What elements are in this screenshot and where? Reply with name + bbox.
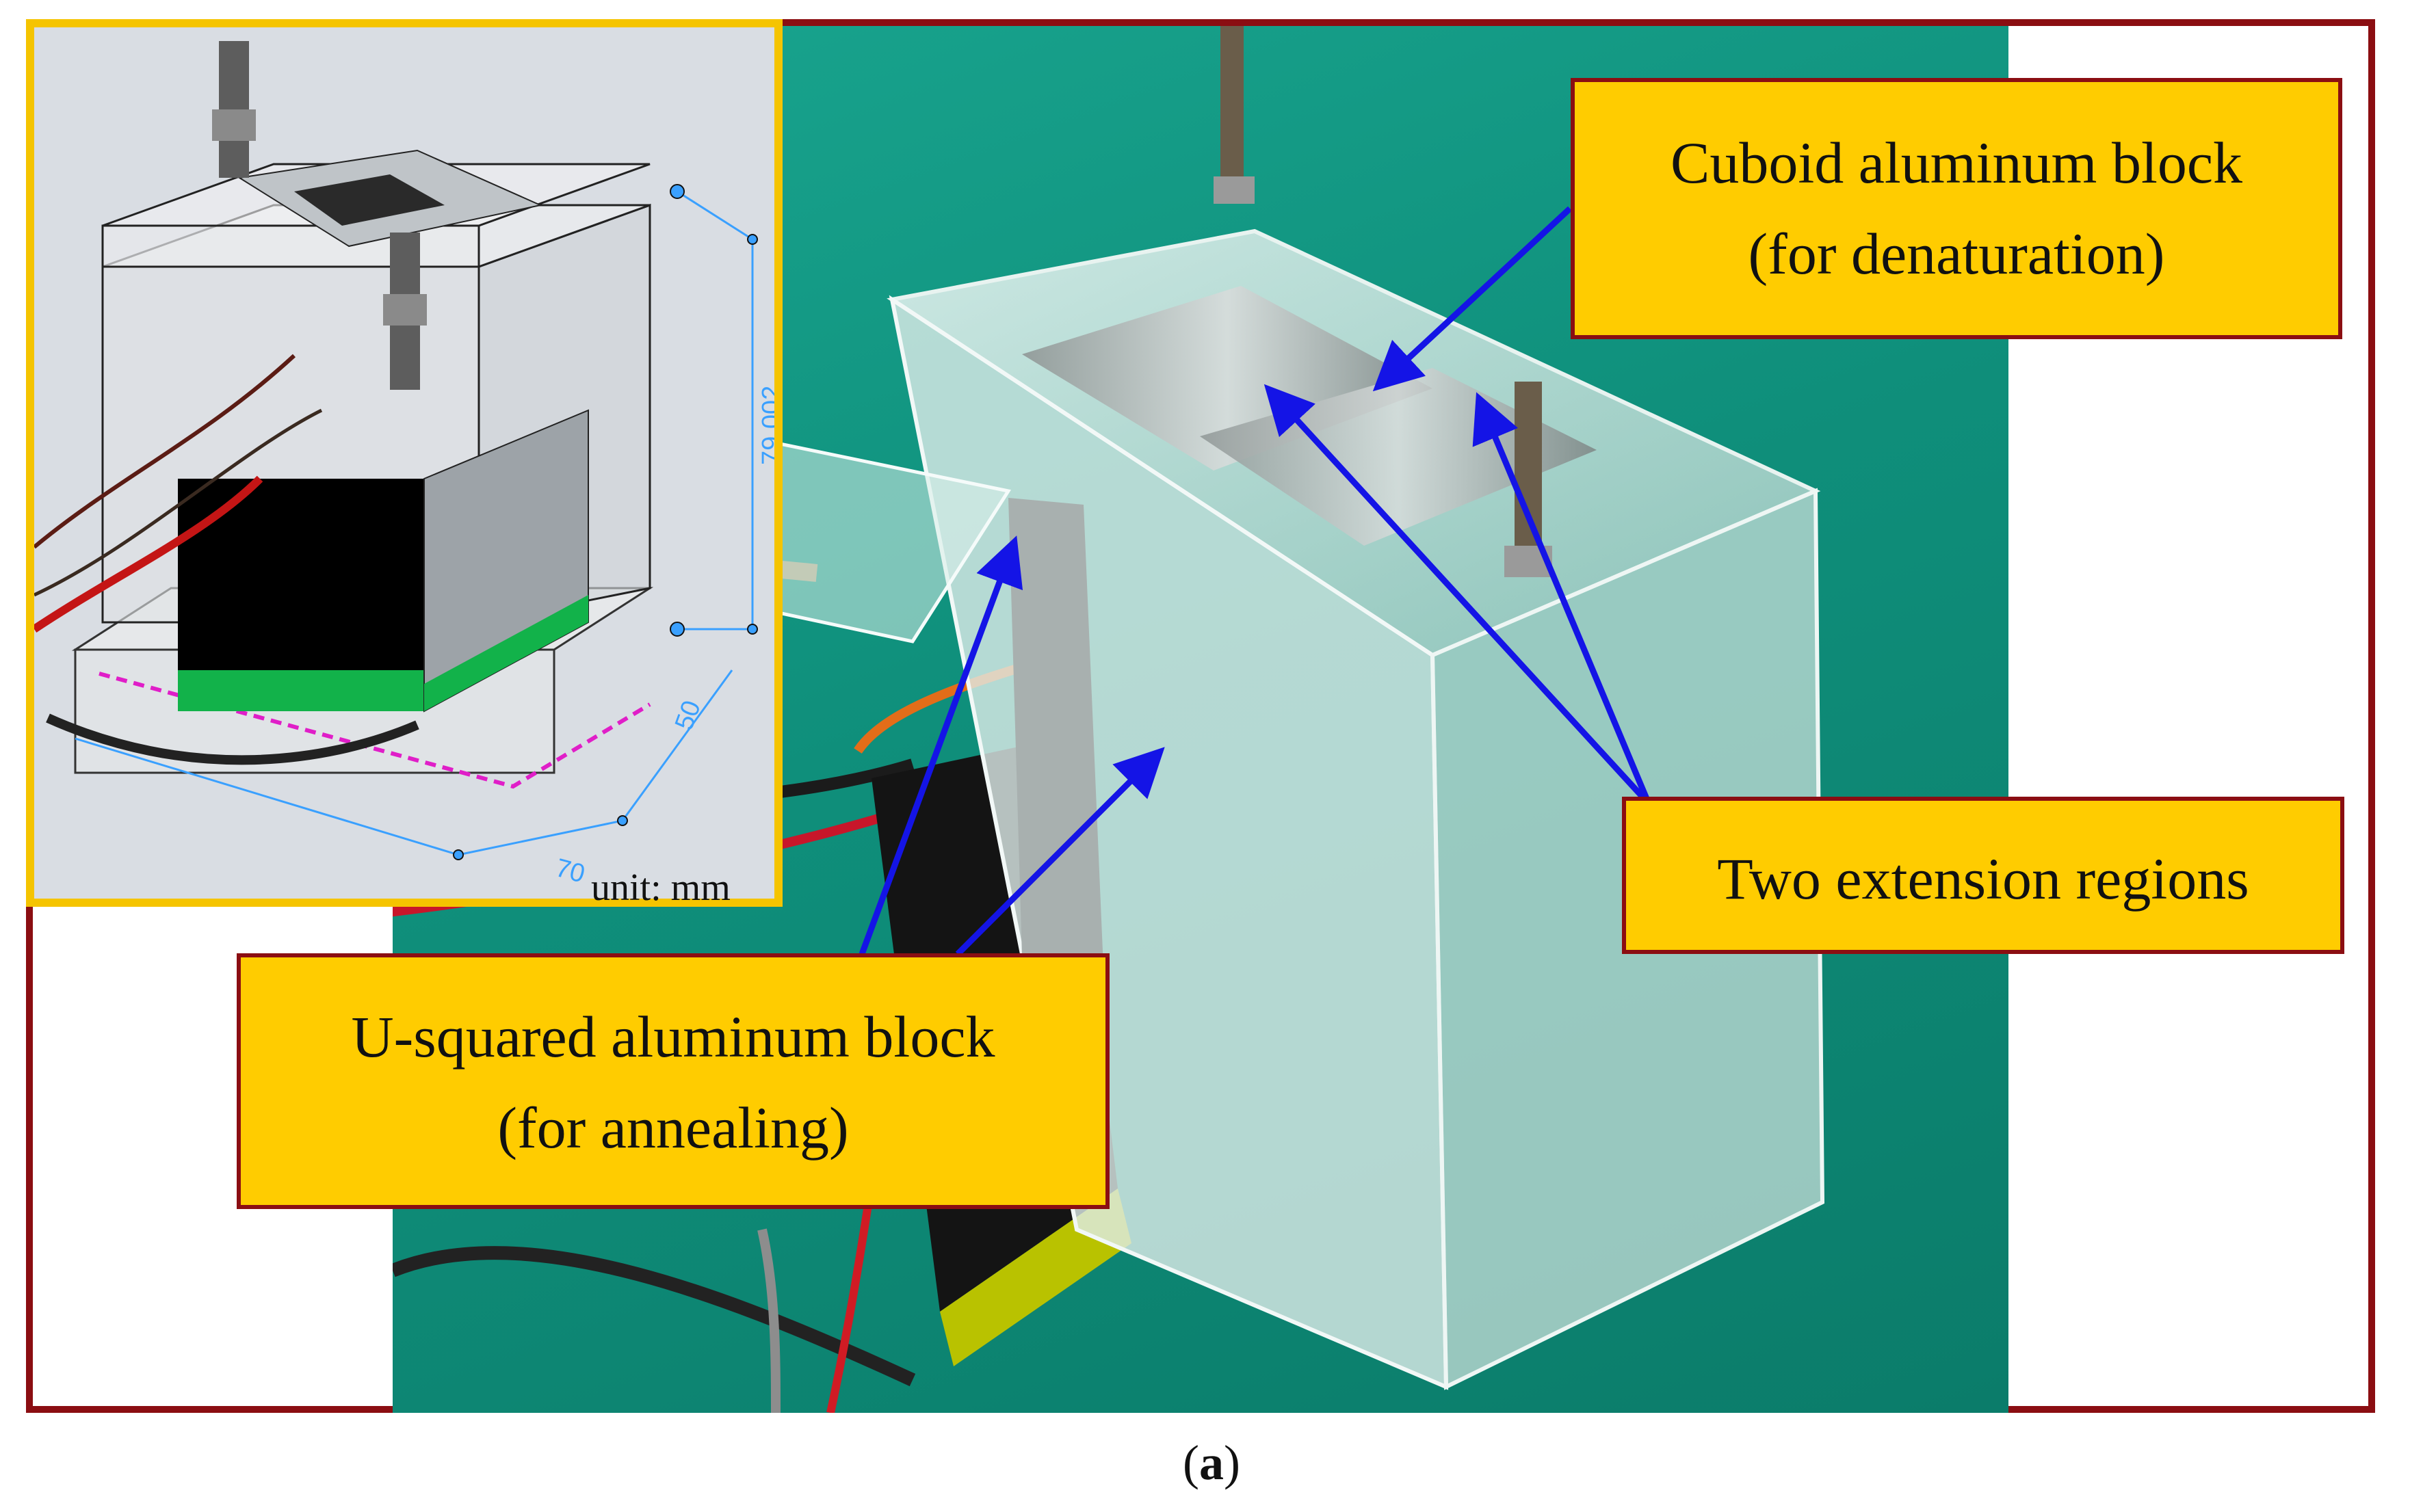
cad-inset: 79.002 50 70 — [26, 19, 783, 907]
cad-drawing: 79.002 50 70 — [34, 41, 774, 889]
wire-black-2 — [393, 1246, 916, 1387]
cad-wire-black — [46, 713, 419, 765]
nut-1 — [1214, 176, 1255, 204]
caption-letter: a — [1199, 1435, 1224, 1490]
cad-wire-2 — [34, 408, 323, 597]
arrow-usquared-1 — [859, 535, 1023, 955]
arrow-extension-right — [1472, 392, 1652, 805]
dim-tick-top — [677, 190, 753, 241]
dim-label-height: 79.002 — [757, 386, 774, 465]
cad-wire-1 — [34, 354, 296, 549]
dim-point-5 — [617, 815, 628, 826]
arrow-usquared-2 — [955, 747, 1165, 957]
unit-label: unit: mm — [591, 866, 731, 909]
cad-nut-2 — [383, 294, 427, 326]
cad-chip — [294, 174, 445, 226]
dim-width-line — [75, 737, 459, 856]
dim-point-6 — [453, 849, 464, 860]
screw-1 — [1220, 26, 1244, 183]
arrow-cuboid — [1372, 206, 1573, 392]
caption-close: ) — [1224, 1435, 1240, 1490]
callout-cuboid-line2: (for denaturation) — [1748, 221, 2165, 287]
cad-stack-green — [424, 595, 588, 711]
callout-usquared-line1: U-squared aluminum block — [351, 1004, 995, 1070]
callout-cuboid-line1: Cuboid aluminum block — [1670, 130, 2243, 196]
figure-caption: (a) — [0, 1435, 2423, 1491]
callout-usquared-block: U-squared aluminum block (for annealing) — [237, 953, 1110, 1209]
callout-usquared-line2: (for annealing) — [497, 1095, 849, 1161]
u-block-face — [1008, 498, 1104, 983]
caption-open: ( — [1183, 1435, 1199, 1490]
cad-wire-red — [34, 475, 263, 633]
dim-point-4 — [747, 624, 758, 635]
callout-cuboid-block: Cuboid aluminum block (for denaturation) — [1571, 78, 2342, 339]
dim-point-2 — [670, 622, 685, 637]
cad-heater — [178, 479, 424, 711]
callout-extension-line1: Two extension regions — [1717, 846, 2249, 912]
callout-extension-regions: Two extension regions — [1622, 797, 2344, 954]
cad-green-layer — [178, 670, 424, 711]
cad-nut-1 — [212, 109, 256, 141]
dim-point-1 — [670, 184, 685, 199]
dim-corner-line — [458, 819, 623, 856]
dim-point-3 — [747, 234, 758, 245]
dim-depth-line — [621, 669, 733, 821]
wire-grey — [757, 1228, 781, 1413]
arrow-extension-left — [1263, 384, 1651, 806]
